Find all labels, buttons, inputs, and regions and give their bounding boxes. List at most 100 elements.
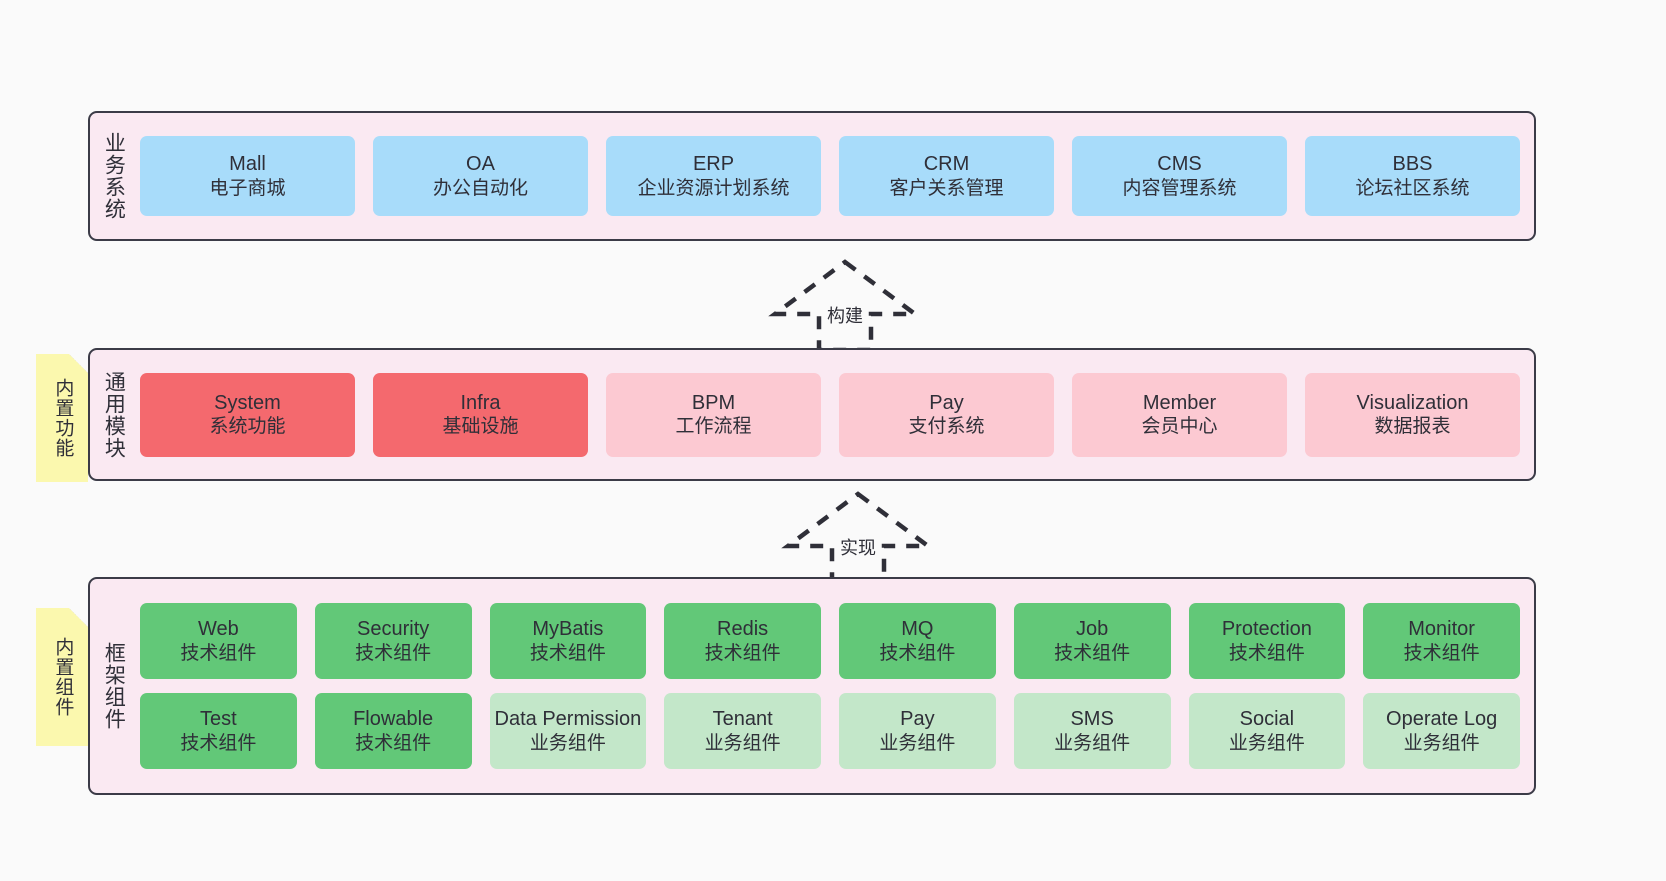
card-title: BBS bbox=[1392, 153, 1433, 176]
card-title: Redis bbox=[717, 618, 769, 641]
card-title: MQ bbox=[901, 618, 934, 641]
card-title: Visualization bbox=[1356, 391, 1469, 414]
sticky-note-label: 内置组件 bbox=[52, 637, 74, 717]
card-subtitle: 技术组件 bbox=[1228, 642, 1305, 664]
card-subtitle: 业务组件 bbox=[1054, 732, 1131, 754]
card-title: SMS bbox=[1070, 708, 1114, 731]
card-subtitle: 技术组件 bbox=[529, 642, 606, 664]
sticky-fold-icon bbox=[69, 608, 88, 627]
card-subtitle: 工作流程 bbox=[675, 416, 752, 438]
card-subtitle: 客户关系管理 bbox=[889, 177, 1004, 199]
card-subtitle: 支付系统 bbox=[908, 416, 985, 438]
layer-label-business-systems: 业务系统 bbox=[102, 132, 126, 220]
card-title: CRM bbox=[923, 153, 970, 176]
card-title: Social bbox=[1239, 708, 1295, 731]
sticky-note-builtin-components: 内置组件 bbox=[36, 608, 88, 746]
card-title: Mall bbox=[229, 153, 266, 176]
card-title: Infra bbox=[460, 391, 501, 414]
card-subtitle: 内容管理系统 bbox=[1122, 177, 1237, 199]
card-subtitle: 会员中心 bbox=[1141, 416, 1218, 438]
connector-build-label: 构建 bbox=[825, 302, 865, 328]
sticky-fold-icon bbox=[69, 354, 88, 373]
card-subtitle: 系统功能 bbox=[209, 416, 286, 438]
card-subtitle: 业务组件 bbox=[529, 732, 606, 754]
card-subtitle: 技术组件 bbox=[1054, 642, 1131, 664]
card-title: ERP bbox=[692, 153, 735, 176]
layer-label-common-modules: 通用模块 bbox=[102, 370, 126, 459]
card-title: Pay bbox=[900, 708, 935, 731]
card-subtitle: 业务组件 bbox=[1403, 732, 1480, 754]
card-subtitle: 技术组件 bbox=[704, 642, 781, 664]
connector-implement: 实现 bbox=[778, 490, 938, 585]
card-title: Pay bbox=[929, 391, 964, 414]
card-title: Flowable bbox=[353, 708, 434, 731]
card-subtitle: 技术组件 bbox=[879, 642, 956, 664]
card-subtitle: 论坛社区系统 bbox=[1355, 177, 1470, 199]
card-subtitle: 办公自动化 bbox=[432, 177, 528, 199]
card-title: Security bbox=[357, 618, 430, 641]
card-title: Test bbox=[200, 708, 237, 731]
card-title: Job bbox=[1076, 618, 1109, 641]
card-title: Web bbox=[197, 618, 239, 641]
card-title: BPM bbox=[691, 391, 736, 414]
card-subtitle: 技术组件 bbox=[355, 642, 432, 664]
card-subtitle: 技术组件 bbox=[180, 642, 257, 664]
connector-implement-label: 实现 bbox=[838, 534, 878, 560]
card-title: System bbox=[214, 391, 281, 414]
layer-label-framework-components: 框架组件 bbox=[102, 642, 126, 730]
card-subtitle: 电子商城 bbox=[209, 177, 286, 199]
card-title: Monitor bbox=[1408, 618, 1475, 641]
sticky-note-builtin-functions: 内置功能 bbox=[36, 354, 88, 482]
card-title: Data Permission bbox=[494, 708, 642, 731]
card-title: OA bbox=[466, 153, 495, 176]
card-subtitle: 企业资源计划系统 bbox=[637, 177, 790, 199]
card-subtitle: 业务组件 bbox=[879, 732, 956, 754]
card-subtitle: 业务组件 bbox=[1228, 732, 1305, 754]
card-subtitle: 业务组件 bbox=[704, 732, 781, 754]
card-title: MyBatis bbox=[532, 618, 604, 641]
card-subtitle: 技术组件 bbox=[180, 732, 257, 754]
card-subtitle: 技术组件 bbox=[355, 732, 432, 754]
sticky-note-label: 内置功能 bbox=[52, 378, 74, 458]
card-title: Tenant bbox=[712, 708, 773, 731]
card-title: Operate Log bbox=[1386, 708, 1498, 731]
card-subtitle: 数据报表 bbox=[1374, 416, 1451, 438]
